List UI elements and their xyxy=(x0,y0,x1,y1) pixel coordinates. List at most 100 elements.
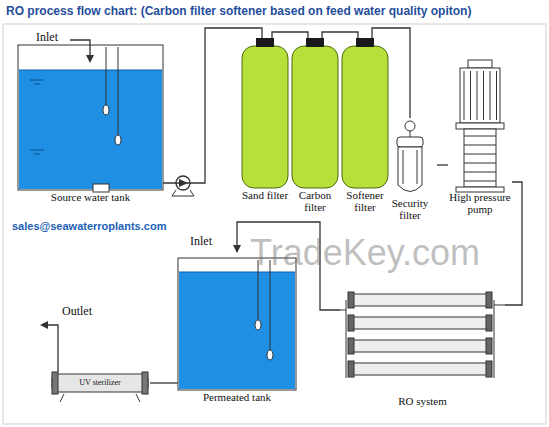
tank-outlet xyxy=(93,184,109,192)
drawing-part xyxy=(52,372,58,394)
watermark: TradeKey.com xyxy=(250,232,480,274)
equipment-unit: Security filter xyxy=(383,118,437,221)
drawing-part xyxy=(464,71,465,120)
drawing-part xyxy=(306,38,324,47)
drawing-part xyxy=(352,317,488,329)
drawing-part xyxy=(292,46,338,188)
drawing-part xyxy=(464,163,496,164)
equipment-label: UV sterilizer xyxy=(79,379,120,387)
security-filter xyxy=(397,121,423,192)
float-switches xyxy=(255,260,273,360)
equipment-unit: RO system xyxy=(340,288,505,408)
drawing-part xyxy=(494,300,495,378)
drawing-part xyxy=(348,292,354,308)
inlet-label: Inlet xyxy=(36,30,58,45)
high-pressure-pump xyxy=(456,60,504,192)
drawing-part xyxy=(34,84,40,85)
drawing-part xyxy=(403,150,404,184)
equipment-label: Source water tank xyxy=(51,192,130,204)
drawing-part xyxy=(486,292,492,308)
equipment-label: High pressure pump xyxy=(448,192,512,215)
drawing-part xyxy=(470,71,471,120)
drawing-part xyxy=(142,372,148,394)
drawing-part xyxy=(267,350,273,360)
equipment-label: Softener filter xyxy=(338,190,392,213)
drawing-part xyxy=(417,150,418,184)
equipment-label: Permeated tank xyxy=(203,392,271,404)
drawing-part xyxy=(242,46,288,188)
water-pipe xyxy=(437,164,448,165)
drawing-part xyxy=(464,154,496,155)
contact-email: sales@seawaterroplants.com xyxy=(12,220,166,232)
outlet-arrow xyxy=(40,321,48,329)
drawing-part xyxy=(398,147,422,192)
title: RO process flow chart: (Carbon filter so… xyxy=(6,4,471,18)
drawing-part xyxy=(486,361,492,377)
drawing-part xyxy=(30,80,44,81)
drawing-part xyxy=(348,338,354,354)
equipment-label: Security filter xyxy=(383,198,437,221)
drawing-part xyxy=(30,150,44,151)
tank-water xyxy=(179,272,295,389)
tank-shell xyxy=(178,258,296,390)
float-switches xyxy=(103,47,121,145)
tank-shell xyxy=(18,45,163,190)
water-pipe xyxy=(322,32,358,38)
inlet-label: Inlet xyxy=(190,234,212,249)
drawing-part xyxy=(460,68,500,123)
drawing-part xyxy=(115,135,121,145)
drawing-part xyxy=(464,145,496,146)
equipment-unit: Permeated tank xyxy=(178,252,296,404)
lift-pump-base xyxy=(172,190,194,196)
equipment-label: Sand filter xyxy=(242,190,288,202)
drawing-part xyxy=(397,137,423,147)
drawing-part xyxy=(103,105,109,115)
drawing-part xyxy=(342,46,388,188)
drawing-part xyxy=(464,172,496,173)
equipment-unit: High pressure pump xyxy=(448,58,512,215)
water-pipe xyxy=(372,28,410,118)
drawing-part xyxy=(52,374,148,392)
equipment-label: RO system xyxy=(398,396,447,408)
drawing-part xyxy=(256,38,274,47)
drawing-part xyxy=(468,60,492,68)
uv-sterilizer xyxy=(52,372,148,402)
filter-tanks xyxy=(242,38,388,188)
drawing-part xyxy=(34,154,40,155)
water-pipe xyxy=(150,382,178,383)
drawing-part xyxy=(464,181,496,182)
drawing-part xyxy=(346,300,347,378)
outlet-pipe xyxy=(46,325,58,372)
drawing-part xyxy=(477,71,478,120)
tank-water xyxy=(19,70,162,189)
outlet-label: Outlet xyxy=(62,304,92,319)
drawing-part xyxy=(118,47,119,135)
equipment-unit: Sand filter xyxy=(240,38,290,202)
equipment-unit: Source water tank xyxy=(18,45,163,204)
drawing-part xyxy=(60,394,140,402)
drawing-part xyxy=(483,71,484,120)
ro-stub xyxy=(340,310,346,311)
drawing-part xyxy=(490,71,491,120)
drawing-part xyxy=(352,363,488,375)
drawing-part xyxy=(464,136,496,137)
water-level xyxy=(19,70,162,71)
water-pipe xyxy=(163,28,262,183)
inlet-arrow xyxy=(86,55,94,63)
drawing-part xyxy=(456,123,504,129)
drawing-part xyxy=(106,47,107,105)
drawing-part xyxy=(486,315,492,331)
water-pipe xyxy=(272,32,308,38)
equipment-unit: Softener filter xyxy=(338,38,392,213)
drawing-part xyxy=(356,38,374,47)
equipment-unit: Carbon filter xyxy=(288,38,342,213)
drawing-part xyxy=(486,338,492,354)
drawing-part xyxy=(270,260,271,350)
drawing-part xyxy=(352,294,488,306)
drawing-part xyxy=(352,340,488,352)
level-marks xyxy=(30,80,44,154)
drawing-part xyxy=(464,129,496,187)
drawing-part xyxy=(348,361,354,377)
